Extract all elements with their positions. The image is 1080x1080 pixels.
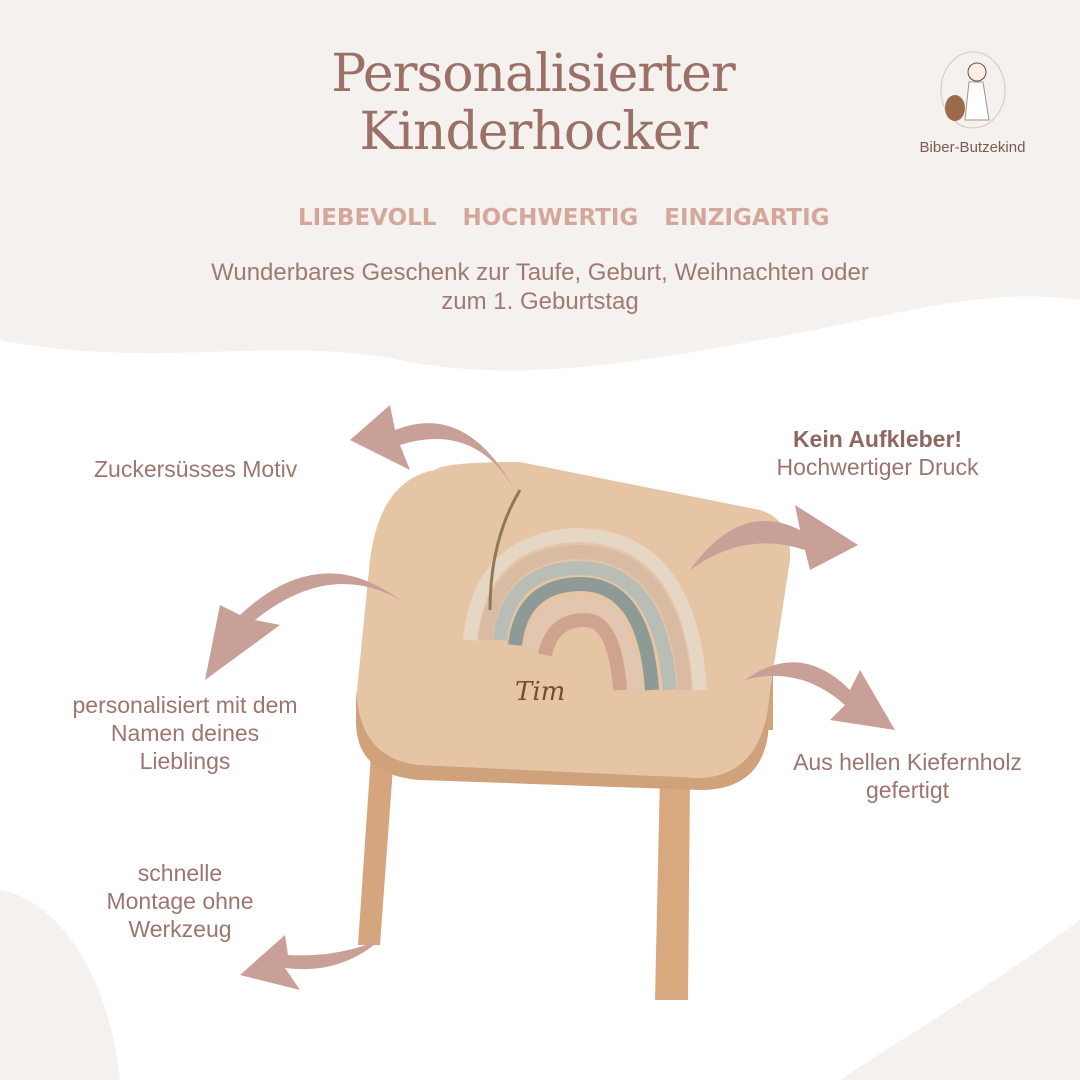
feature-text: Montage ohne [106,888,254,914]
subtitle-line: Wunderbares Geschenk zur Taufe, Geburt, … [211,259,869,286]
feature-text: Namen deines [110,720,260,746]
page-title: Personalisierter Kinderhocker [0,45,1066,161]
feature-mounting: schnelle Montage ohne Werkzeug [80,859,280,943]
feature-wood: Aus hellen Kiefernholz gefertigt [765,748,1050,804]
tag-list: LIEBEVOLL HOCHWERTIG EINZIGARTIG [298,205,830,231]
arrow-icon [205,573,400,680]
feature-text: schnelle [137,860,223,886]
brand-logo: Biber-Butzekind [905,50,1040,156]
arrow-icon [745,662,895,730]
feature-text: Hochwertiger Druck [776,454,979,480]
arrows [205,405,895,990]
feature-text: Lieblings [139,748,231,774]
feature-print: Kein Aufkleber! Hochwertiger Druck [740,425,1015,481]
title-line-2: Kinderhocker [359,102,708,162]
subtitle: Wunderbares Geschenk zur Taufe, Geburt, … [0,258,1080,316]
feature-text: personalisiert mit dem [72,692,298,718]
engraved-name: Tim [515,677,565,707]
logo-illustration-icon [940,51,1005,129]
feature-text: Zuckersüsses Motiv [94,456,298,482]
arrow-icon [690,505,858,570]
stool-image: Tim [355,462,791,1000]
title-line-1: Personalisierter [331,44,736,104]
tag: EINZIGARTIG [664,205,830,231]
subtitle-line: zum 1. Geburtstag [441,288,639,315]
arrow-icon [240,935,380,990]
arrow-icon [350,405,520,500]
feature-motif: Zuckersüsses Motiv [94,455,297,483]
tag: HOCHWERTIG [462,205,639,231]
feature-text: gefertigt [865,777,950,803]
feature-text-bold: Kein Aufkleber! [792,426,963,452]
feature-text: Werkzeug [128,916,232,942]
tag: LIEBEVOLL [298,205,437,231]
feature-text: Aus hellen Kiefernholz [793,749,1022,775]
feature-personalized: personalisiert mit dem Namen deines Lieb… [45,691,325,775]
logo-text: Biber-Butzekind [919,139,1026,156]
